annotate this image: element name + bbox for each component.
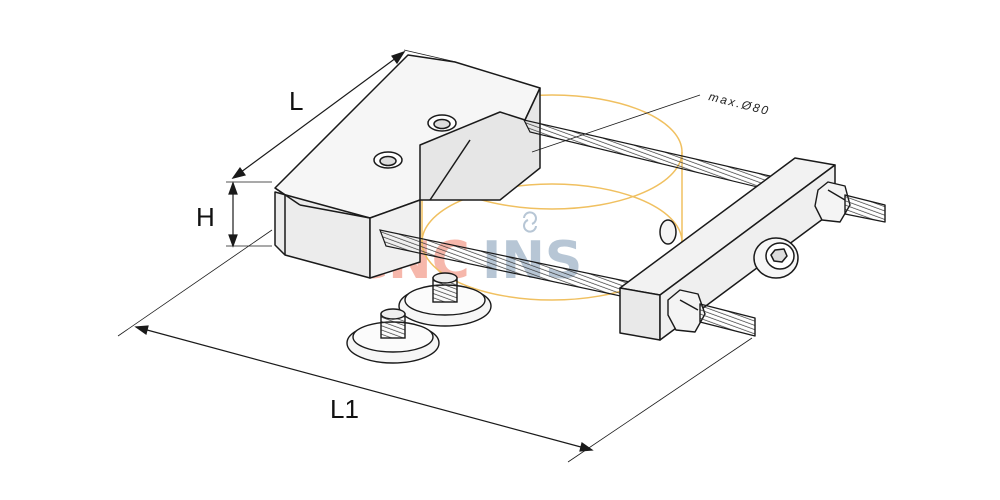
dim-label-h: H	[196, 202, 215, 232]
nuts	[667, 181, 886, 337]
watermark-swirl-icon	[523, 211, 537, 233]
upper-threaded-rod	[522, 119, 771, 191]
guide-pin	[659, 219, 677, 245]
upper-rod-end	[844, 194, 886, 223]
loose-screws	[346, 272, 492, 364]
lower-hex-nut	[667, 289, 706, 333]
dimension-lines	[117, 49, 753, 463]
dim-label-l: L	[289, 86, 303, 116]
cross-bar-front	[619, 287, 661, 341]
threaded-rods	[379, 119, 771, 299]
lower-rod-end	[699, 303, 756, 337]
max-diameter-note: max.Ø80	[707, 89, 771, 118]
dim-label-l1: L1	[330, 394, 359, 424]
screw-2	[346, 308, 440, 364]
cross-bar	[619, 157, 836, 341]
screw-1	[398, 272, 492, 327]
